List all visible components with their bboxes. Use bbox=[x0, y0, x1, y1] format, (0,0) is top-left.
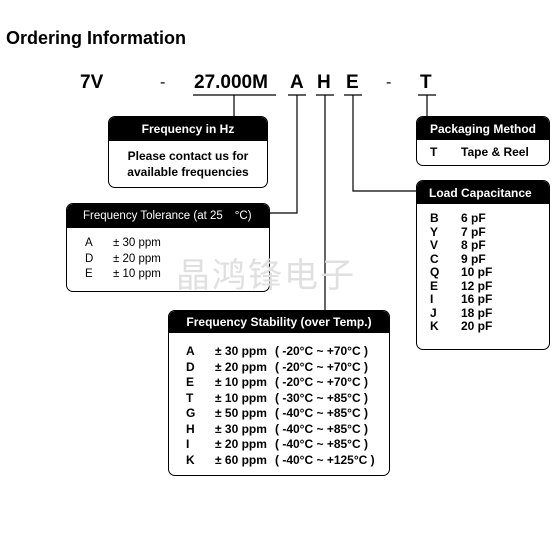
load-row: Q 10 pF bbox=[430, 265, 549, 280]
stability-code: E bbox=[186, 375, 195, 389]
stability-code: T bbox=[186, 390, 194, 405]
stability-value: ± 50 ppm bbox=[215, 406, 267, 420]
stability-row: G ± 50 ppm ( -40°C ~ +85°C ) bbox=[186, 406, 389, 422]
load-box-header: Load Capacitance bbox=[417, 181, 549, 204]
stability-row: K ± 60 ppm ( -40°C ~ +125°C ) bbox=[186, 453, 389, 469]
load-code: V bbox=[430, 238, 439, 252]
stability-row: I ± 20 ppm ( -40°C ~ +85°C ) bbox=[186, 437, 389, 453]
stability-code: K bbox=[186, 452, 195, 467]
load-row: C 9 pF bbox=[430, 251, 549, 267]
stability-value: ± 10 ppm bbox=[215, 390, 267, 405]
stability-value: ± 30 ppm bbox=[215, 421, 267, 436]
tolerance-header-unit: °C) bbox=[234, 210, 252, 222]
stability-range: ( -40°C ~ +85°C ) bbox=[275, 421, 368, 436]
code-stability: H bbox=[317, 72, 331, 93]
stability-code: G bbox=[186, 406, 196, 420]
stability-range: ( -30°C ~ +85°C ) bbox=[275, 390, 368, 405]
load-row: K 20 pF bbox=[430, 319, 549, 334]
load-value: 9 pF bbox=[461, 251, 486, 266]
code-separator: - bbox=[160, 74, 166, 91]
stability-code: I bbox=[186, 437, 190, 451]
code-load: E bbox=[346, 72, 359, 93]
load-code: E bbox=[430, 278, 439, 293]
stability-value: ± 60 ppm bbox=[215, 452, 267, 467]
tolerance-row: E ± 10 ppm bbox=[85, 267, 269, 283]
load-row: E 12 pF bbox=[430, 278, 549, 294]
load-row: J 18 pF bbox=[430, 305, 549, 321]
code-frequency: 27.000M bbox=[194, 72, 268, 93]
tolerance-row: D ± 20 ppm bbox=[85, 252, 269, 268]
load-value: 12 pF bbox=[461, 278, 493, 293]
frequency-box-header: Frequency in Hz bbox=[109, 117, 267, 141]
load-code: Y bbox=[430, 224, 439, 239]
tolerance-header-text: Frequency Tolerance (at 25 bbox=[83, 210, 223, 222]
code-tolerance: A bbox=[290, 72, 304, 93]
frequency-box-line: Please contact us for bbox=[127, 149, 249, 163]
tolerance-row: A ± 30 ppm bbox=[85, 236, 269, 252]
stability-range: ( -20°C ~ +70°C ) bbox=[275, 344, 368, 358]
stability-range: ( -20°C ~ +70°C ) bbox=[275, 375, 368, 389]
stability-box: Frequency Stability (over Temp.) A ± 30 p… bbox=[168, 310, 390, 476]
tolerance-code: E bbox=[85, 268, 93, 280]
load-value: 10 pF bbox=[461, 265, 493, 279]
tolerance-code: D bbox=[85, 252, 94, 265]
tolerance-value: ± 20 ppm bbox=[113, 252, 161, 265]
code-packaging: T bbox=[420, 72, 432, 93]
load-value: 8 pF bbox=[461, 238, 486, 252]
tolerance-value: ± 30 ppm bbox=[113, 237, 161, 249]
stability-value: ± 30 ppm bbox=[215, 344, 267, 358]
stability-code: H bbox=[186, 421, 195, 436]
load-code: I bbox=[430, 292, 434, 306]
load-value: 18 pF bbox=[461, 305, 493, 320]
packaging-box-header: Packaging Method bbox=[417, 117, 549, 140]
stability-code: D bbox=[186, 359, 195, 374]
load-row: Y 7 pF bbox=[430, 224, 549, 240]
stability-row: A ± 30 ppm ( -20°C ~ +70°C ) bbox=[186, 344, 389, 360]
load-value: 6 pF bbox=[461, 211, 486, 225]
stability-range: ( -40°C ~ +85°C ) bbox=[275, 406, 368, 420]
packaging-code: T bbox=[430, 145, 438, 159]
code-prefix: 7V bbox=[80, 72, 104, 93]
tolerance-box-header: Frequency Tolerance (at 25 °C) bbox=[67, 204, 269, 228]
load-code: Q bbox=[430, 265, 440, 279]
stability-code: A bbox=[186, 344, 195, 358]
stability-row: E ± 10 ppm ( -20°C ~ +70°C ) bbox=[186, 375, 389, 391]
stability-range: ( -40°C ~ +85°C ) bbox=[275, 437, 368, 451]
stability-range: ( -40°C ~ +125°C ) bbox=[275, 452, 375, 467]
stability-value: ± 20 ppm bbox=[215, 359, 267, 374]
stability-box-header: Frequency Stability (over Temp.) bbox=[169, 311, 389, 333]
code-separator: - bbox=[386, 74, 392, 91]
tolerance-code: A bbox=[85, 237, 93, 249]
load-value: 20 pF bbox=[461, 319, 493, 333]
stability-row: T ± 10 ppm ( -30°C ~ +85°C ) bbox=[186, 391, 389, 407]
load-code: C bbox=[430, 251, 439, 266]
load-box: Load Capacitance B 6 pF Y 7 pF V 8 pF C 9 pF Q 10… bbox=[416, 180, 550, 350]
packaging-value: Tape & Reel bbox=[461, 145, 529, 159]
load-row: I 16 pF bbox=[430, 292, 549, 307]
stability-value: ± 20 ppm bbox=[215, 437, 267, 451]
stability-row: H ± 30 ppm ( -40°C ~ +85°C ) bbox=[186, 422, 389, 438]
load-code: B bbox=[430, 211, 439, 225]
load-row: B 6 pF bbox=[430, 211, 549, 226]
load-row: V 8 pF bbox=[430, 238, 549, 253]
load-code: K bbox=[430, 319, 439, 333]
load-value: 16 pF bbox=[461, 292, 493, 306]
stability-row: D ± 20 ppm ( -20°C ~ +70°C ) bbox=[186, 360, 389, 376]
load-code: J bbox=[430, 305, 437, 320]
packaging-box: Packaging Method T Tape & Reel bbox=[416, 116, 550, 166]
frequency-box: Frequency in Hz Please contact us for av… bbox=[108, 116, 268, 188]
page-title: Ordering Information bbox=[6, 28, 186, 48]
tolerance-value: ± 10 ppm bbox=[113, 268, 161, 280]
load-value: 7 pF bbox=[461, 224, 486, 239]
frequency-box-line: available frequencies bbox=[127, 165, 249, 179]
watermark-text: 晶鸿锋电子 bbox=[176, 256, 356, 296]
stability-value: ± 10 ppm bbox=[215, 375, 267, 389]
stability-range: ( -20°C ~ +70°C ) bbox=[275, 359, 368, 374]
tolerance-box: Frequency Tolerance (at 25 °C) A ± 30 ppm… bbox=[66, 203, 270, 292]
